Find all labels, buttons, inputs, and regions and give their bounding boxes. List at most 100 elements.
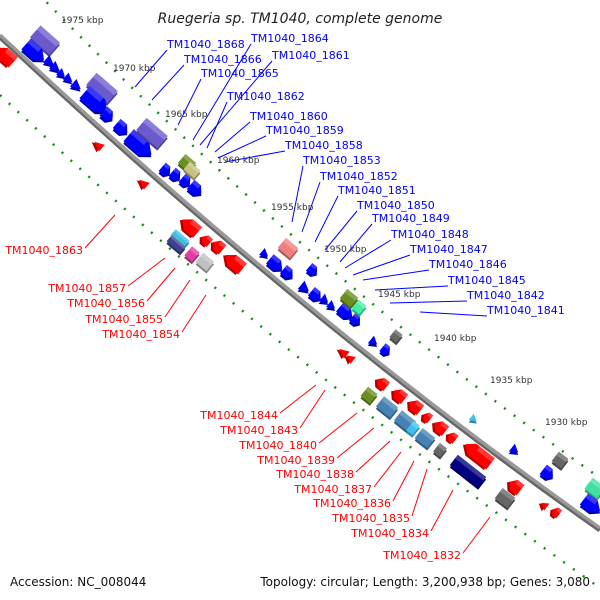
forward-gene-glyph[interactable]	[413, 427, 436, 451]
forward-gene-glyph[interactable]	[493, 487, 516, 511]
reverse-gene-glyph[interactable]	[342, 351, 356, 366]
reverse-gene-glyph[interactable]	[89, 137, 105, 153]
forward-gene-glyph[interactable]	[388, 329, 404, 346]
reverse-gene-glyph[interactable]	[536, 498, 550, 512]
reverse-gene-label[interactable]: TM1040_1836	[312, 497, 391, 510]
reverse-gene-glyph[interactable]	[418, 410, 434, 425]
forward-gene-glyph[interactable]	[183, 246, 201, 265]
forward-gene-glyph[interactable]	[449, 454, 488, 490]
forward-gene-glyph[interactable]	[165, 235, 186, 256]
forward-gene-glyph[interactable]	[366, 335, 381, 351]
forward-gene-label[interactable]: TM1040_1845	[447, 274, 526, 287]
forward-gene-label[interactable]: TM1040_1859	[265, 124, 344, 137]
forward-gene-glyph[interactable]	[305, 262, 321, 280]
forward-gene-label[interactable]: TM1040_1849	[371, 212, 450, 225]
reverse-gene-glyph[interactable]	[443, 429, 459, 445]
forward-gene-glyph[interactable]	[29, 25, 62, 58]
forward-gene-label[interactable]: TM1040_1850	[356, 199, 435, 212]
forward-gene-glyph[interactable]	[258, 247, 272, 263]
reverse-gene-label[interactable]: TM1040_1834	[350, 527, 429, 540]
forward-gene-glyph[interactable]	[579, 493, 600, 519]
reverse-gene-glyph[interactable]	[334, 344, 350, 360]
forward-gene-label[interactable]: TM1040_1864	[250, 32, 329, 45]
forward-gene-glyph[interactable]	[432, 442, 448, 460]
reverse-gene-label[interactable]: TM1040_1840	[238, 439, 317, 452]
forward-gene-label[interactable]: TM1040_1858	[284, 139, 363, 152]
reverse-gene-label[interactable]: TM1040_1855	[84, 313, 163, 326]
reverse-gene-label[interactable]: TM1040_1837	[293, 483, 372, 496]
forward-gene-label[interactable]: TM1040_1847	[409, 243, 488, 256]
reverse-gene-glyph[interactable]	[459, 438, 495, 471]
reverse-gene-label[interactable]: TM1040_1857	[47, 282, 126, 295]
reverse-gene-glyph[interactable]	[503, 476, 525, 497]
forward-gene-glyph[interactable]	[55, 67, 69, 83]
reverse-gene-label[interactable]: TM1040_1844	[199, 409, 278, 422]
forward-gene-glyph[interactable]	[317, 293, 332, 309]
reverse-gene-glyph[interactable]	[197, 232, 214, 249]
reverse-gene-glyph[interactable]	[0, 41, 18, 69]
reverse-gene-glyph[interactable]	[428, 417, 450, 438]
forward-gene-glyph[interactable]	[177, 173, 194, 191]
reverse-gene-label[interactable]: TM1040_1832	[382, 549, 461, 562]
reverse-gene-glyph[interactable]	[371, 374, 391, 393]
forward-gene-glyph[interactable]	[111, 118, 132, 140]
forward-gene-glyph[interactable]	[325, 299, 339, 315]
forward-gene-glyph[interactable]	[296, 280, 313, 298]
forward-gene-glyph[interactable]	[538, 464, 557, 484]
forward-gene-glyph[interactable]	[182, 161, 202, 181]
forward-gene-glyph[interactable]	[279, 264, 298, 284]
forward-gene-glyph[interactable]	[157, 162, 174, 180]
forward-gene-glyph[interactable]	[265, 254, 287, 276]
forward-gene-glyph[interactable]	[468, 413, 481, 427]
reverse-gene-glyph[interactable]	[175, 213, 203, 239]
forward-gene-glyph[interactable]	[350, 299, 367, 317]
forward-gene-glyph[interactable]	[359, 386, 378, 406]
forward-gene-label[interactable]: TM1040_1865	[200, 67, 279, 80]
forward-gene-label[interactable]: TM1040_1853	[302, 154, 381, 167]
forward-gene-label[interactable]: TM1040_1846	[428, 258, 507, 271]
reverse-gene-glyph[interactable]	[219, 249, 247, 276]
forward-gene-glyph[interactable]	[194, 252, 215, 274]
forward-gene-glyph[interactable]	[135, 117, 169, 151]
forward-gene-glyph[interactable]	[48, 60, 65, 78]
forward-gene-glyph[interactable]	[61, 72, 76, 88]
forward-gene-glyph[interactable]	[378, 343, 394, 359]
forward-gene-glyph[interactable]	[307, 286, 326, 306]
forward-gene-glyph[interactable]	[78, 86, 114, 120]
forward-gene-glyph[interactable]	[339, 288, 360, 310]
forward-gene-glyph[interactable]	[276, 237, 299, 261]
reverse-gene-label[interactable]: TM1040_1843	[219, 424, 298, 437]
forward-gene-label[interactable]: TM1040_1868	[166, 38, 245, 51]
forward-gene-glyph[interactable]	[185, 179, 206, 201]
reverse-gene-glyph[interactable]	[207, 237, 227, 256]
forward-gene-glyph[interactable]	[375, 396, 400, 421]
forward-gene-glyph[interactable]	[583, 477, 600, 501]
reverse-gene-label[interactable]: TM1040_1839	[256, 454, 335, 467]
reverse-gene-label[interactable]: TM1040_1838	[275, 468, 354, 481]
forward-gene-label[interactable]: TM1040_1866	[183, 53, 262, 66]
forward-gene-glyph[interactable]	[69, 78, 86, 96]
forward-gene-glyph[interactable]	[98, 106, 117, 126]
forward-gene-glyph[interactable]	[169, 229, 190, 250]
forward-gene-glyph[interactable]	[550, 451, 569, 471]
forward-gene-glyph[interactable]	[122, 129, 158, 163]
reverse-gene-glyph[interactable]	[387, 385, 409, 406]
reverse-gene-label[interactable]: TM1040_1835	[331, 512, 410, 525]
forward-gene-label[interactable]: TM1040_1848	[390, 228, 469, 241]
forward-gene-glyph[interactable]	[405, 420, 421, 438]
forward-gene-label[interactable]: TM1040_1861	[271, 49, 350, 62]
reverse-gene-label[interactable]: TM1040_1856	[66, 297, 145, 310]
forward-gene-label[interactable]: TM1040_1860	[249, 110, 328, 123]
reverse-gene-glyph[interactable]	[134, 175, 150, 191]
forward-gene-label[interactable]: TM1040_1852	[319, 170, 398, 183]
forward-gene-glyph[interactable]	[167, 167, 184, 185]
forward-gene-glyph[interactable]	[508, 443, 523, 459]
forward-gene-label[interactable]: TM1040_1851	[337, 184, 416, 197]
forward-gene-glyph[interactable]	[42, 54, 59, 72]
forward-gene-glyph[interactable]	[20, 38, 50, 68]
reverse-gene-glyph[interactable]	[547, 505, 563, 520]
forward-gene-glyph[interactable]	[348, 312, 364, 330]
forward-gene-label[interactable]: TM1040_1842	[466, 289, 545, 302]
reverse-gene-label[interactable]: TM1040_1863	[4, 244, 83, 257]
reverse-gene-label[interactable]: TM1040_1854	[101, 328, 180, 341]
